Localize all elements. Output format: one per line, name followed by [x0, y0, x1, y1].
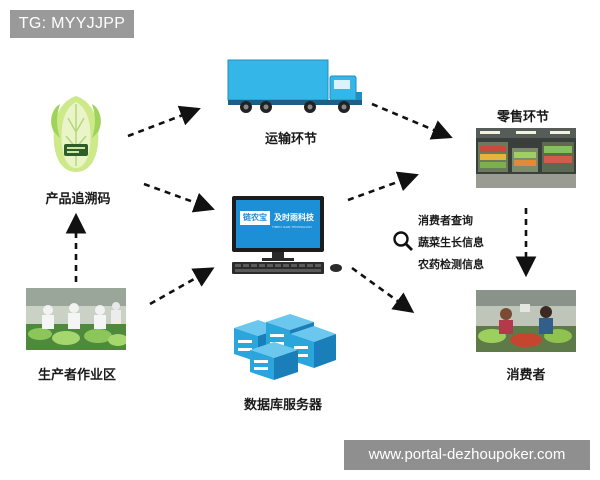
- watermark-url: www.portal-dezhoupoker.com: [344, 440, 590, 470]
- arrow-cabbage-to-computer: [143, 182, 215, 213]
- arrow-transport-to-retail: [371, 102, 453, 140]
- trace-code-label: 产品追溯码: [45, 192, 111, 207]
- consumer-image: [476, 290, 576, 352]
- arrow-computer-to-retail: [347, 171, 419, 202]
- arrow-cabbage-to-transport: [127, 105, 201, 138]
- info-list: 消费者查询 蔬菜生长信息 农药检测信息: [418, 210, 484, 276]
- arrow-producer-to-computer: [149, 267, 215, 306]
- producer-label: 生产者作业区: [37, 368, 116, 383]
- cabbage-image: [51, 96, 101, 172]
- truck-icon: [227, 59, 362, 113]
- magnifier-icon: [393, 231, 413, 251]
- database-label: 数据库服务器: [243, 398, 322, 413]
- monitor-company: 及时雨科技: [274, 213, 314, 222]
- retail-label: 零售环节: [496, 110, 549, 125]
- monitor-screen: 链农宝 及时雨科技 TIMELY RAIN TECHNOLOGY: [240, 205, 316, 245]
- info-item-consumer-query: 消费者查询: [418, 214, 473, 227]
- info-item-growth-info: 蔬菜生长信息: [418, 236, 484, 249]
- computer-icon: [232, 196, 342, 274]
- database-server-icon: [234, 314, 336, 380]
- monitor-subtitle: TIMELY RAIN TECHNOLOGY: [272, 225, 312, 229]
- info-item-pesticide-info: 农药检测信息: [418, 258, 484, 271]
- arrow-computer-to-consumer: [351, 266, 415, 314]
- monitor-logo: 链农宝: [240, 211, 270, 225]
- consumer-label: 消费者: [506, 368, 546, 383]
- producer-workarea-image: [26, 288, 126, 350]
- tg-badge: TG: MYYJJPP: [10, 10, 134, 38]
- retail-store-image: [476, 128, 576, 188]
- transport-label: 运输环节: [264, 132, 317, 147]
